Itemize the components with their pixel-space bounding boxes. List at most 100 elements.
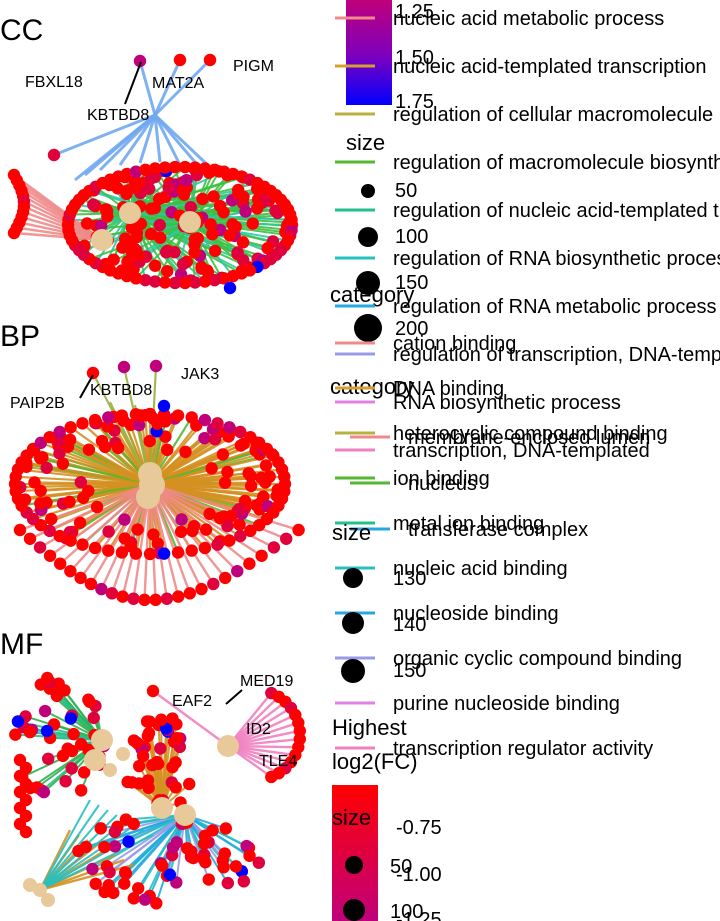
gene-node: [34, 484, 47, 497]
category-hub-node: [151, 797, 173, 819]
edge: [153, 59, 182, 116]
legend-entry-label: organic cyclic compound binding: [393, 648, 682, 670]
gene-node: [252, 856, 266, 869]
gene-node: [95, 219, 108, 232]
gene-node: [101, 210, 114, 223]
gene-node: [105, 587, 119, 600]
size-key-label: 140: [393, 614, 426, 636]
gene-node: [86, 366, 100, 380]
gene-node: [147, 528, 160, 541]
gene-node: [102, 411, 115, 424]
gene-node: [211, 538, 224, 551]
gene-node: [246, 217, 259, 230]
gene-node: [204, 218, 217, 231]
edge: [149, 482, 299, 532]
gene-node: [292, 523, 305, 537]
gene-node: [142, 726, 156, 740]
gene-node: [251, 202, 264, 215]
gene-node: [34, 451, 47, 465]
edge: [53, 113, 156, 157]
edge: [17, 468, 151, 486]
gene-node: [244, 524, 257, 538]
gene-node: [213, 511, 227, 525]
legend-entry-label: nucleic acid metabolic process: [393, 8, 664, 30]
gene-node: [259, 476, 272, 489]
gene-node: [64, 534, 77, 547]
gene-node: [98, 840, 111, 854]
gene-label-eaf2: EAF2: [172, 693, 212, 710]
gene-node: [53, 447, 66, 460]
gene-node: [151, 417, 164, 430]
gene-node: [166, 841, 180, 854]
edge: [13, 231, 103, 242]
gene-node: [157, 547, 171, 560]
size-key-label: 100: [395, 226, 428, 248]
gene-node: [132, 759, 146, 773]
gene-node: [205, 462, 218, 475]
size-key-circle: [341, 659, 365, 683]
label-leader-line: [79, 374, 94, 399]
category-hub-node: [103, 763, 117, 777]
gene-node: [129, 165, 143, 178]
gene-node: [176, 183, 190, 197]
gene-node: [101, 420, 114, 433]
gene-node: [219, 571, 232, 585]
bp-gene-labels: PAIP2B KBTBD8 JAK3: [10, 366, 219, 412]
gene-node: [259, 459, 273, 472]
gene-node: [185, 544, 198, 557]
highest-fc-title: Highest: [332, 715, 407, 740]
gene-node: [40, 461, 53, 474]
gene-node: [168, 276, 182, 290]
gene-node: [169, 781, 182, 794]
gene-node: [223, 229, 237, 242]
gene-node: [278, 470, 291, 483]
size-key-circle: [358, 227, 378, 247]
gene-node: [232, 187, 245, 200]
category-hub-node: [91, 729, 113, 751]
gene-label-med19: MED19: [240, 673, 293, 690]
gene-node: [244, 469, 258, 483]
gene-node: [107, 886, 120, 900]
gene-node: [128, 179, 141, 192]
gene-node: [83, 695, 96, 708]
gene-node: [166, 760, 179, 774]
edge: [39, 799, 91, 891]
gene-node: [129, 408, 143, 421]
gene-node: [173, 53, 187, 67]
gene-node: [198, 541, 212, 555]
gene-node: [175, 513, 188, 526]
category-hub-node: [116, 747, 130, 761]
gene-node: [53, 557, 67, 570]
gene-node: [184, 200, 198, 214]
gene-node: [162, 181, 175, 194]
edge: [227, 721, 299, 748]
gene-node: [156, 859, 169, 872]
gene-node: [265, 770, 278, 784]
gene-node: [185, 411, 198, 424]
gene-label-fbxl18: FBXL18: [25, 74, 83, 91]
gene-node: [178, 160, 192, 174]
colorbar-tick: 1.50: [395, 47, 434, 69]
gene-node: [285, 213, 298, 227]
gene-node: [172, 590, 185, 603]
gene-node: [80, 217, 94, 230]
edge: [227, 692, 273, 747]
gene-node: [174, 525, 188, 538]
gene-node: [166, 712, 179, 725]
network-nodes: [7, 53, 307, 910]
gene-node: [250, 499, 263, 512]
gene-label-kbtbd8: KBTBD8: [90, 382, 152, 399]
gene-node: [154, 231, 167, 244]
gene-label-tle4: TLE4: [259, 753, 297, 770]
gene-node: [143, 407, 157, 421]
gene-node: [115, 546, 129, 559]
category-hub-node: [179, 211, 201, 233]
gene-node: [203, 53, 217, 67]
gene-node: [134, 217, 148, 231]
edge: [32, 447, 151, 486]
gene-node: [203, 507, 216, 521]
gene-node: [198, 275, 212, 288]
category-hub-node: [119, 202, 141, 224]
legend-area: 1.25 1.50 1.75 size 50 100 150 200 categ…: [330, 0, 720, 921]
gene-node: [143, 715, 156, 728]
